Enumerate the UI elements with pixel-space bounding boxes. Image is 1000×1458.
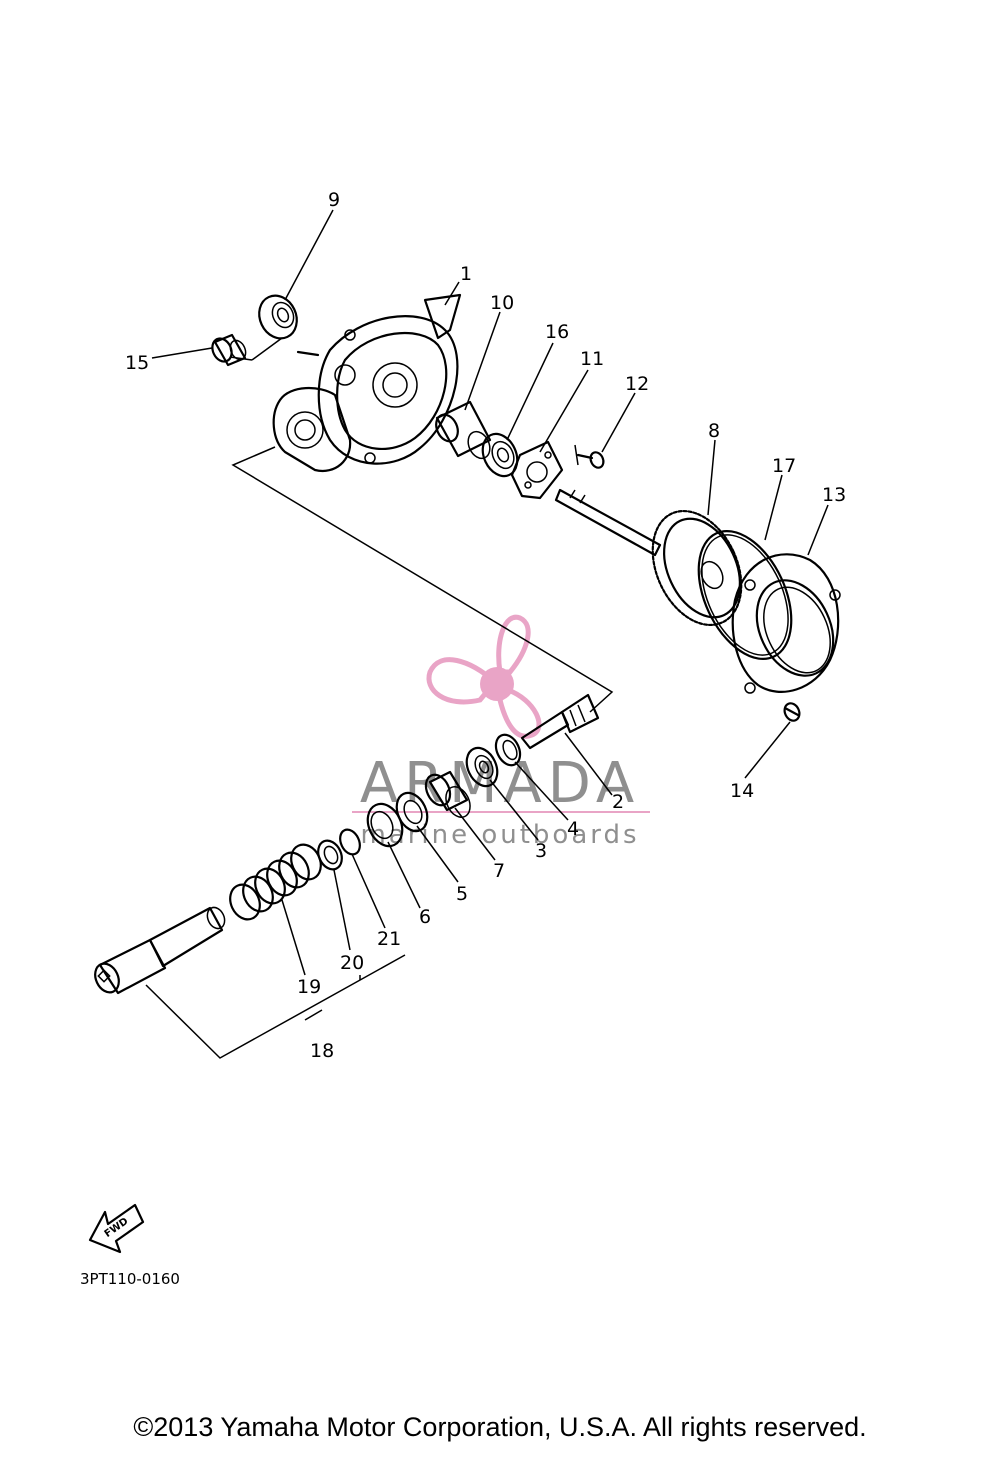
part-label-5: 5 bbox=[456, 883, 468, 905]
part-label-9: 9 bbox=[328, 189, 340, 211]
part-label-1: 1 bbox=[460, 263, 472, 285]
part-14-screw bbox=[783, 702, 801, 722]
part-label-19: 19 bbox=[297, 976, 321, 998]
part-label-15: 15 bbox=[125, 352, 149, 374]
part-17-o-ring bbox=[697, 529, 793, 661]
part-10-collar bbox=[435, 400, 492, 460]
watermark-tagline: marine outboards bbox=[360, 820, 639, 850]
part-18-shaft bbox=[94, 906, 226, 995]
part-1-gear-housing bbox=[272, 293, 462, 473]
part-label-4: 4 bbox=[567, 818, 579, 840]
propeller-logo-icon bbox=[426, 614, 542, 739]
part-4-washer bbox=[494, 733, 522, 767]
part-label-7: 7 bbox=[493, 860, 505, 882]
part-label-14: 14 bbox=[730, 780, 754, 802]
part-label-21: 21 bbox=[377, 928, 401, 950]
part-label-12: 12 bbox=[625, 373, 649, 395]
part-label-10: 10 bbox=[490, 292, 514, 314]
diagram-code: 3PT110-0160 bbox=[80, 1270, 180, 1288]
part-6-nut bbox=[366, 802, 404, 848]
part-13-cover bbox=[731, 553, 841, 694]
part-label-3: 3 bbox=[535, 840, 547, 862]
watermark-brand: ARMADA bbox=[360, 751, 640, 816]
part-2-pinion bbox=[520, 693, 600, 750]
part-21-circlip bbox=[339, 828, 361, 856]
part-label-2: 2 bbox=[612, 791, 624, 813]
part-label-8: 8 bbox=[708, 420, 720, 442]
leader-lines bbox=[151, 209, 829, 976]
part-8-gear-shaft bbox=[554, 488, 743, 627]
part-label-6: 6 bbox=[419, 906, 431, 928]
part-labels: 1 2 3 4 5 6 7 8 9 10 11 12 13 14 15 16 1… bbox=[125, 189, 846, 1062]
part-label-18: 18 bbox=[310, 1040, 334, 1062]
fwd-arrow-icon: FWD bbox=[88, 1203, 145, 1254]
part-9-bearing bbox=[258, 294, 298, 340]
part-16-bearing bbox=[481, 432, 519, 478]
part-label-13: 13 bbox=[822, 484, 846, 506]
part-12-screw bbox=[574, 444, 605, 469]
watermark-logo: ARMADA marine outboards bbox=[352, 614, 650, 850]
part-3-bearing bbox=[465, 746, 499, 788]
part-label-16: 16 bbox=[545, 321, 569, 343]
part-label-11: 11 bbox=[580, 348, 604, 370]
group-bracket-18 bbox=[145, 954, 406, 1059]
part-19-spring bbox=[229, 843, 322, 921]
part-label-20: 20 bbox=[340, 952, 364, 974]
part-11-retainer-plate bbox=[510, 440, 564, 500]
part-15-bushing bbox=[211, 333, 247, 367]
part-7-collar bbox=[424, 770, 471, 818]
copyright-notice: ©2013 Yamaha Motor Corporation, U.S.A. A… bbox=[133, 1412, 867, 1442]
part-label-17: 17 bbox=[772, 455, 796, 477]
